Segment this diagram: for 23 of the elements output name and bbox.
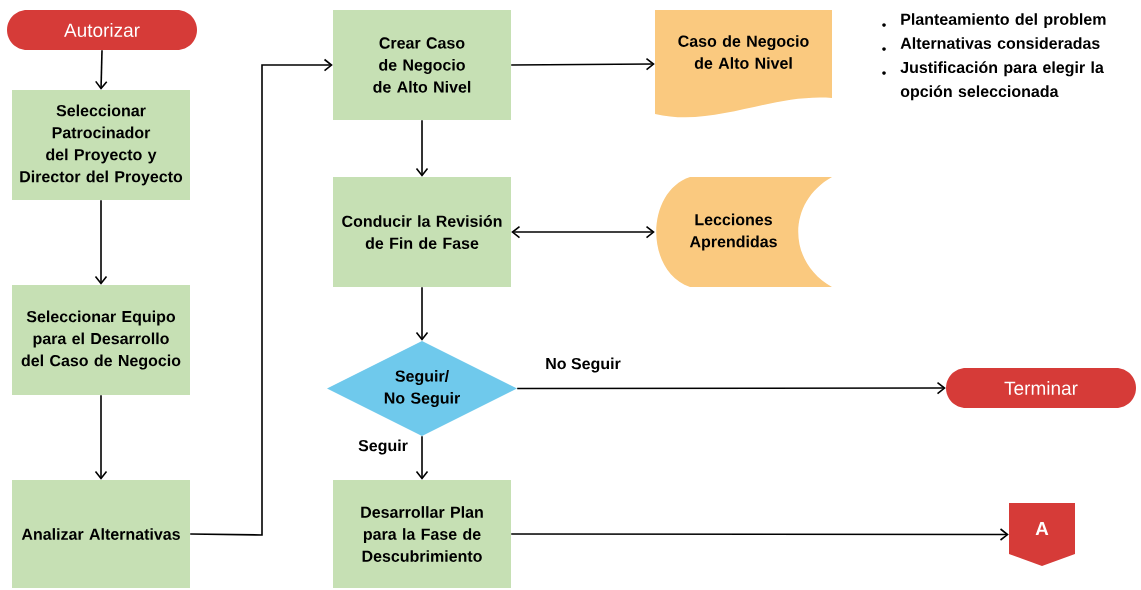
arrow xyxy=(415,286,429,341)
arrow xyxy=(415,435,429,480)
arrow xyxy=(189,58,333,536)
arrow xyxy=(94,49,108,90)
process-box: Seleccionar Patrocinador del Proyecto y Director del Proyecto xyxy=(12,90,190,200)
arrow xyxy=(516,381,946,395)
arrow xyxy=(511,225,655,239)
arrow xyxy=(415,119,429,177)
process-box: Desarrollar Plan para la Fase de Descubrimiento xyxy=(333,480,511,588)
arrow xyxy=(94,199,108,285)
bullet-item: Planteamiento del problem xyxy=(901,13,1106,29)
arrow xyxy=(510,57,655,71)
edge-label: Seguir xyxy=(357,438,409,456)
bullet-item: Alternativas consideradas xyxy=(900,37,1100,49)
arrow xyxy=(94,394,108,480)
process-box: Analizar Alternativas xyxy=(12,480,190,588)
process-box: Seleccionar Equipo para el Desarrollo del Caso de Negocio xyxy=(12,285,190,395)
bullet-item: Justificación para elegir la opción seleccionada xyxy=(900,61,1104,101)
arrow xyxy=(510,528,1009,541)
process-box: Crear Caso de Negocio de Alto Nivel xyxy=(333,10,511,120)
process-box: Conducir la Revisión de Fin de Fase xyxy=(333,177,511,287)
off-page-connector: A xyxy=(1009,503,1075,566)
edge-label: No Seguir xyxy=(544,356,622,374)
